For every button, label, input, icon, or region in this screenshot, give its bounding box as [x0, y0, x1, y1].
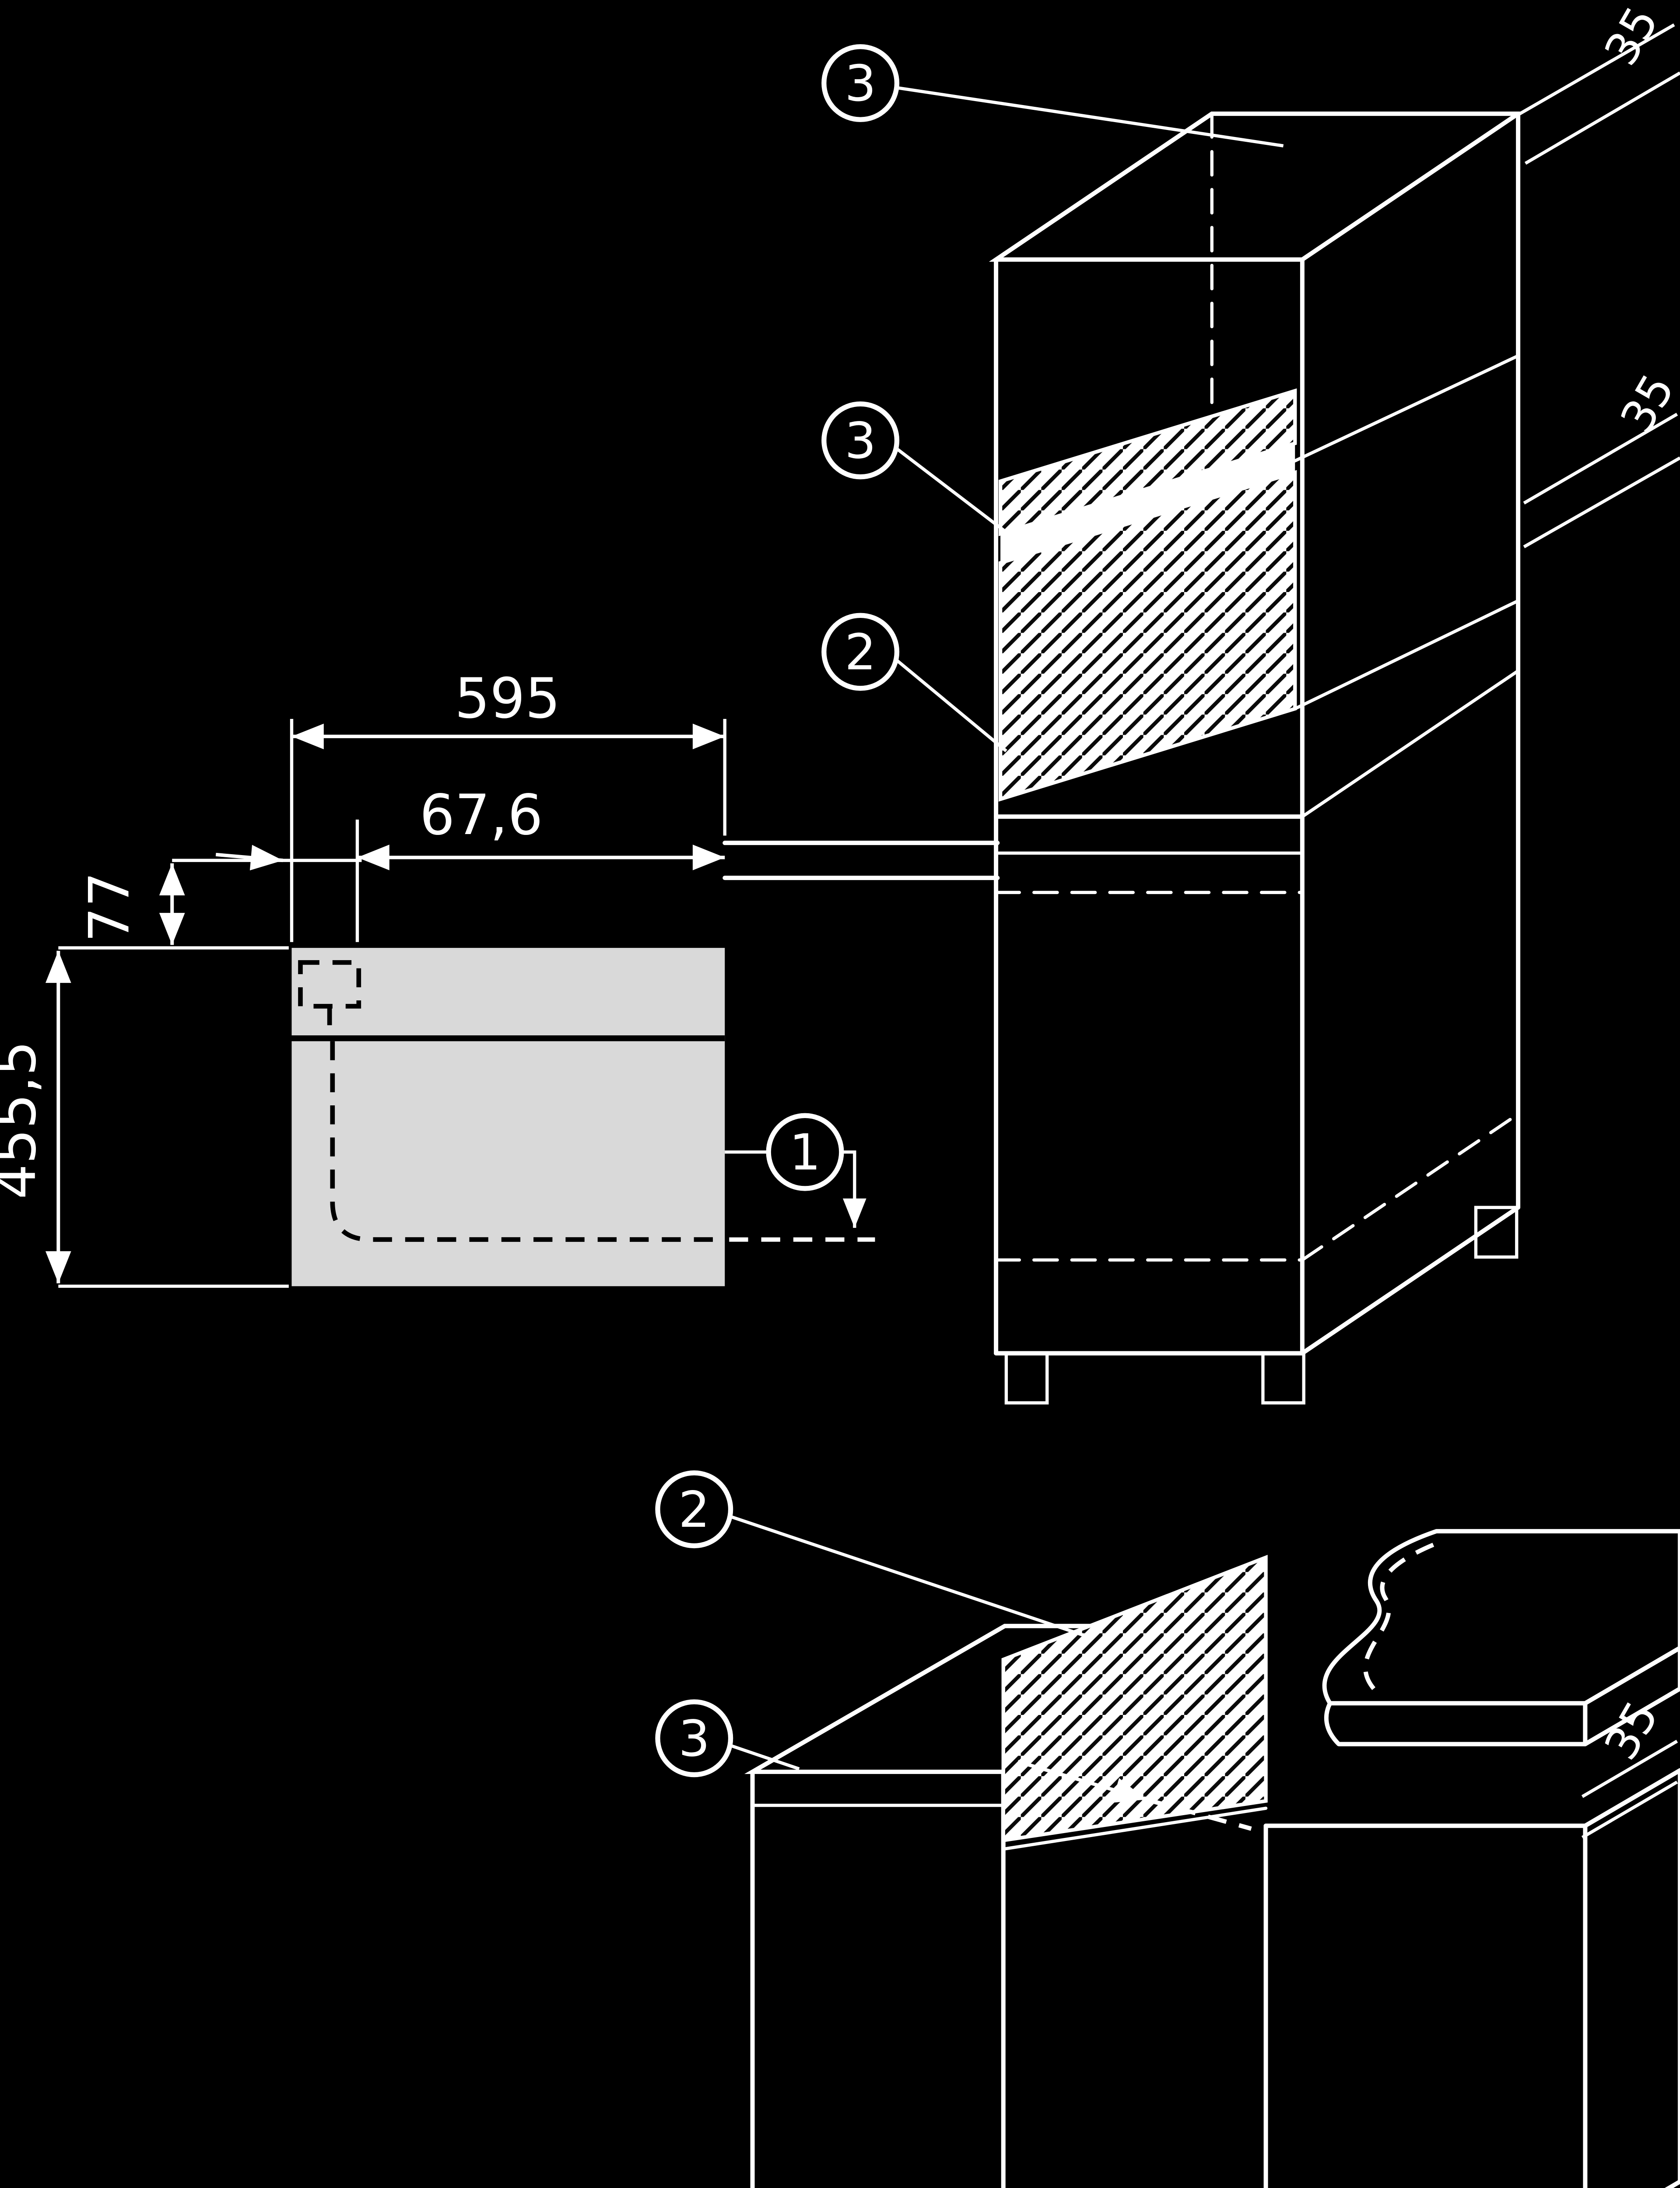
clearance-mid-extension-line-2: [1523, 456, 1680, 548]
tall-cabinet-top-face: [989, 111, 1526, 262]
offset-dimension-label: 67,6: [420, 782, 543, 847]
cabinet-foot-right: [1261, 1351, 1305, 1405]
callout-3-top-leader: [895, 86, 1284, 147]
niche-top-band: [1000, 443, 1295, 563]
callout-2-base-circle: [655, 1470, 733, 1549]
callout-3-housing-number: 3: [845, 412, 876, 470]
callout-2-niche-number: 2: [845, 624, 876, 681]
callout-1-leader-arrow: [841, 1150, 866, 1228]
callout-3-base-leader: [730, 1744, 800, 1771]
insertion-dotted-line: [1145, 1797, 1252, 1831]
callout-1-number: 1: [789, 1124, 821, 1182]
base-housing-hatched-panel: [1001, 1554, 1268, 1843]
callout-3-housing-circle: [821, 401, 900, 480]
base-niche-floor-edge: [1002, 1806, 1268, 1851]
shelf-depth-edge: [1301, 669, 1520, 818]
gap-dimension-label: 77: [77, 872, 141, 942]
worktop-front-face: [1324, 1701, 1588, 1746]
cabinet-foot-back: [1474, 1206, 1519, 1259]
callout-3-housing-leader: [894, 446, 1013, 538]
insertion-direction-arrow: [1017, 1760, 1147, 1803]
callout-3-top-circle: [821, 44, 900, 122]
gap-pointer-arrow: [215, 845, 283, 871]
right-unit-side-bottom-edge: [1665, 2179, 1680, 2188]
tall-cabinet-bottom-side-edge: [1300, 1205, 1521, 1356]
width-dimension-label: 595: [455, 666, 561, 731]
callout-3-top-number: 3: [845, 55, 876, 112]
height-dimension-label: 455,5: [0, 1041, 48, 1199]
tall-cabinet-view: 35 35: [989, 0, 1680, 1405]
appliance-front-panel: [291, 948, 725, 1287]
clearance-mid-label: 35: [1611, 365, 1680, 442]
right-unit-side-top-edge: [1583, 1768, 1680, 1828]
insertion-projection-band: [723, 841, 1000, 880]
callout-2-base-number: 2: [678, 1481, 710, 1539]
callout-2-niche-circle: [821, 613, 900, 691]
housing-back-hatched-panel: [998, 470, 1297, 802]
clearance-mid-extension-line-1: [1523, 413, 1678, 505]
cutout-hidden-outline: [330, 1041, 718, 1242]
base-cabinet-view: 35: [744, 1529, 1680, 2188]
base-clearance-extension-line-1: [1581, 1739, 1678, 1798]
callout-3-base-circle: [655, 1699, 733, 1778]
front-view: 595 67,6 77 455,5 1: [0, 666, 875, 1288]
clearance-top-extension-line-1: [1501, 23, 1675, 126]
niche-ceiling-depth-edge: [1293, 354, 1520, 463]
cabinet-foot-left: [1004, 1351, 1049, 1405]
worktop-top-face-broken: [1322, 1529, 1680, 1706]
base-clearance-extension-line-2: [1581, 1781, 1678, 1839]
tall-cabinet-callouts: 3 3 2: [821, 44, 1284, 753]
plinth-hidden-side-edge: [1301, 1112, 1520, 1262]
clearance-top-extension-line-2: [1524, 71, 1680, 165]
base-cabinet-callouts: 2 3: [655, 1470, 1087, 1778]
callout-2-niche-leader: [894, 658, 1007, 753]
callout-3-base-number: 3: [678, 1710, 710, 1767]
callout-2-base-leader: [730, 1515, 1087, 1638]
housing-top-hatched-panel: [998, 388, 1297, 536]
niche-floor-depth-edge: [1293, 599, 1520, 711]
